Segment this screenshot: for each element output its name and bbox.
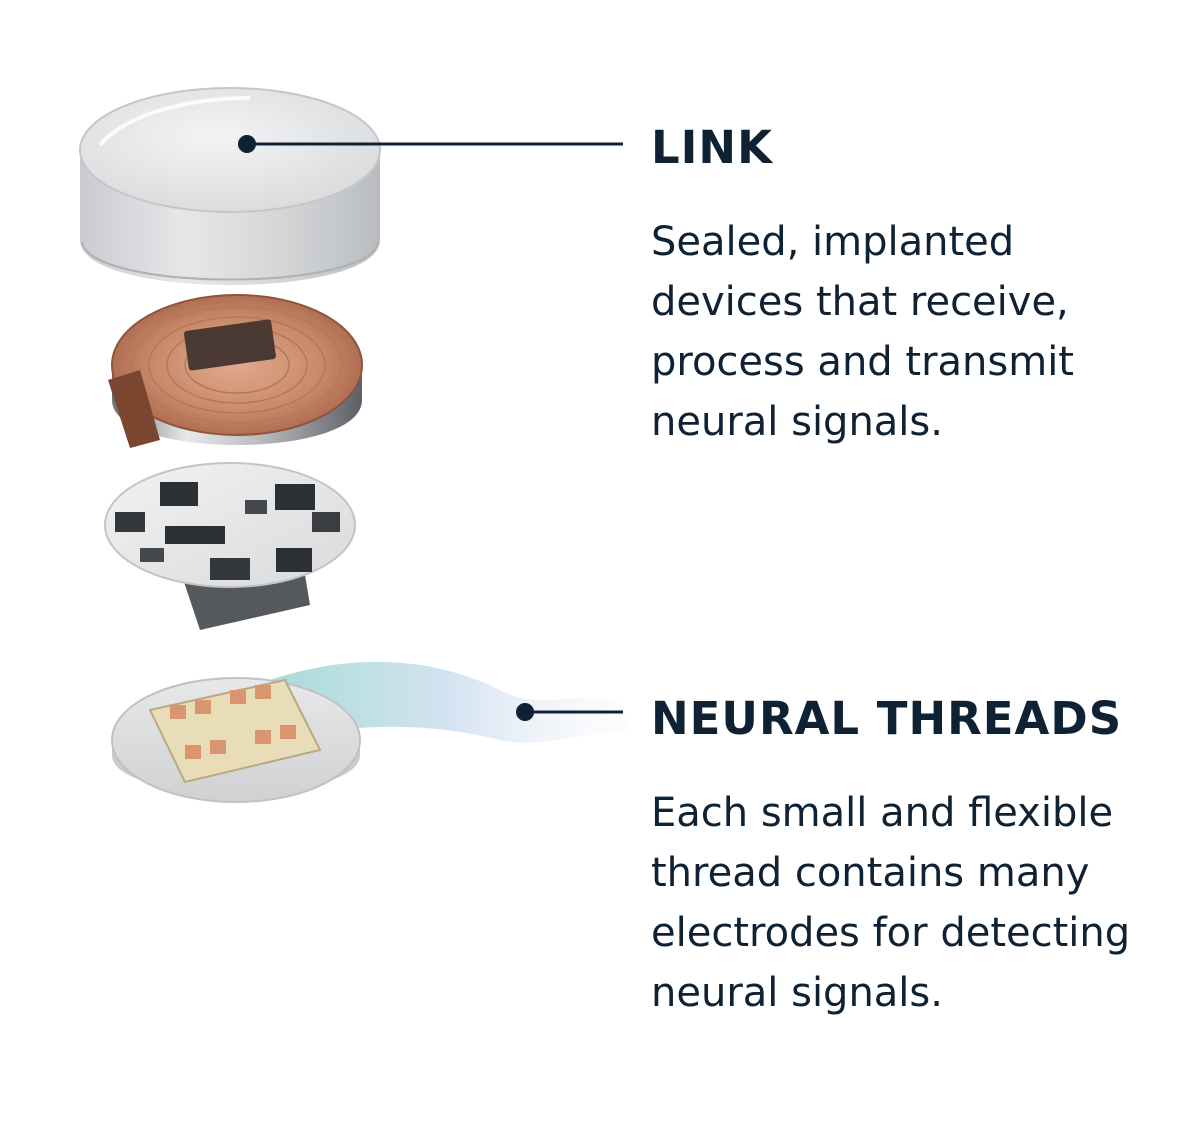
link-description: Sealed, implanted devices that receive, … <box>651 219 1074 445</box>
threads-heading: NEURAL THREADS <box>651 692 1123 745</box>
link-callout <box>238 135 623 153</box>
link-circuit-board <box>104 462 356 630</box>
threads-callout <box>516 703 623 721</box>
link-heading: LINK <box>651 121 773 174</box>
link-coil-battery <box>108 294 363 448</box>
neural-threads-assembly <box>111 661 630 803</box>
threads-description: Each small and flexible thread contains … <box>651 790 1131 1016</box>
link-cap <box>79 87 381 285</box>
